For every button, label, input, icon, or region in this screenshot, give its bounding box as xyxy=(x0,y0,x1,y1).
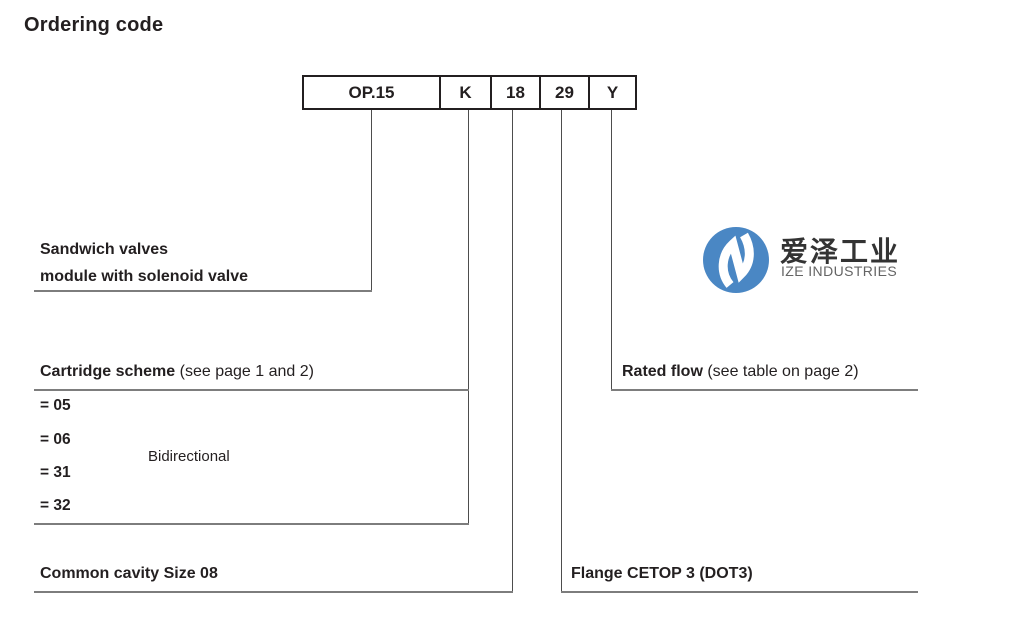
ordering-code-box: OP.15 K 18 29 Y xyxy=(302,75,637,110)
rated-flow-title: Rated flow xyxy=(622,363,703,380)
connector-line-model xyxy=(371,110,372,291)
cartridge-option-06: = 06 xyxy=(40,431,71,448)
connector-line-flow xyxy=(611,110,612,391)
logo-company-name-en: IZE INDUSTRIES xyxy=(781,263,898,279)
connector-line-cavity xyxy=(512,110,513,593)
code-segment-flange: 29 xyxy=(539,77,588,108)
rated-flow-note: (see table on page 2) xyxy=(702,363,859,380)
rated-flow-label: Rated flow (see table on page 2) xyxy=(622,363,859,381)
connector-line-cartridge xyxy=(468,110,469,525)
cartridge-scheme-title: Cartridge scheme xyxy=(40,363,176,380)
cartridge-scheme-label: Cartridge scheme (see page 1 and 2) xyxy=(40,363,314,381)
ize-logo-circle-icon xyxy=(703,227,769,293)
rule-flange xyxy=(561,591,918,593)
rule-cartridge-top xyxy=(34,389,469,391)
code-segment-cartridge: K xyxy=(439,77,490,108)
rule-cartridge-bottom xyxy=(34,523,469,525)
ize-logo-icon xyxy=(703,227,769,293)
page-title: Ordering code xyxy=(24,14,164,36)
sandwich-valves-label: Sandwich valves module with solenoid val… xyxy=(40,236,248,290)
rule-rated-flow xyxy=(611,389,918,391)
cartridge-option-32: = 32 xyxy=(40,497,71,514)
common-cavity-label: Common cavity Size 08 xyxy=(40,565,218,582)
rule-sandwich xyxy=(34,290,372,292)
flange-label: Flange CETOP 3 (DOT3) xyxy=(571,565,753,582)
code-segment-cavity: 18 xyxy=(490,77,539,108)
cartridge-option-05: = 05 xyxy=(40,397,71,414)
logo-company-name-cn: 爱泽工业 xyxy=(780,236,901,267)
rule-common-cavity xyxy=(34,591,513,593)
connector-line-flange xyxy=(561,110,562,593)
code-segment-model: OP.15 xyxy=(348,82,395,102)
sandwich-valves-line2: module with solenoid valve xyxy=(40,268,249,285)
bidirectional-note: Bidirectional xyxy=(148,448,230,465)
code-segment-flow: Y xyxy=(588,77,635,108)
cartridge-option-31: = 31 xyxy=(40,464,71,481)
sandwich-valves-line1: Sandwich valves xyxy=(40,241,169,258)
cartridge-scheme-note: (see page 1 and 2) xyxy=(175,363,314,380)
